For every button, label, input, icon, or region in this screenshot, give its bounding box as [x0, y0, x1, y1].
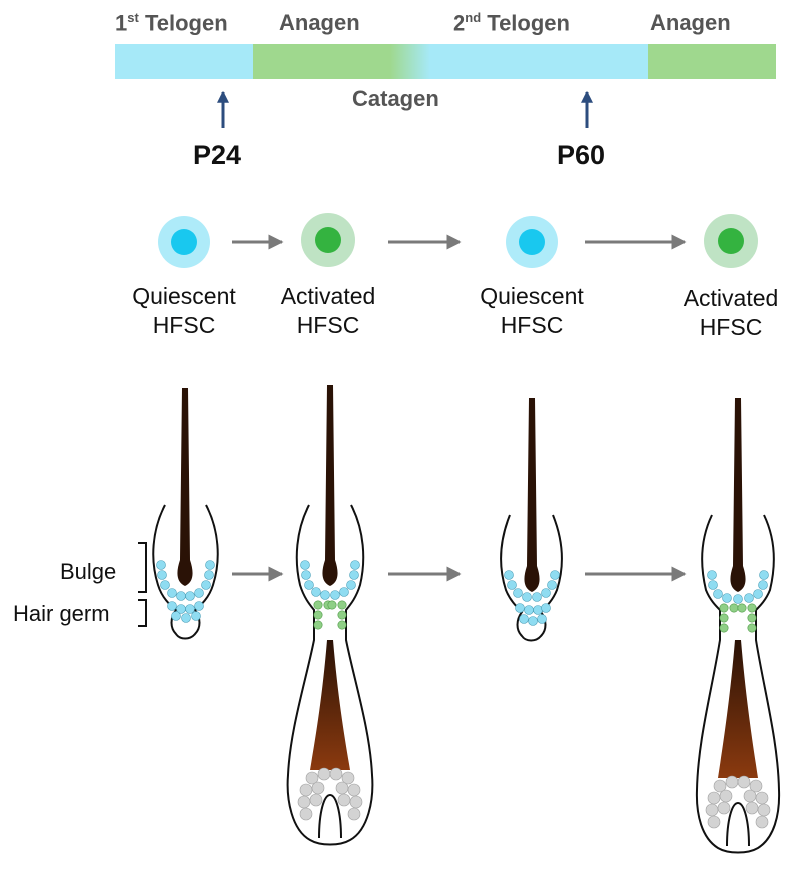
catagen-label: Catagen	[352, 86, 439, 111]
matrix-cells	[705, 775, 771, 829]
phase-label-anagen-1: Anagen	[279, 10, 360, 35]
hair-germ-bracket-icon	[138, 599, 147, 627]
timeline-bar	[115, 44, 776, 79]
hair-germ-label: Hair germ	[13, 601, 110, 626]
quiescent-cell-icon	[506, 216, 558, 268]
quiescent-cell-icon	[158, 216, 210, 268]
bulge-bracket-icon	[138, 542, 147, 593]
hair-germ-cells	[167, 601, 204, 623]
phase-label-anagen-2: Anagen	[650, 10, 731, 35]
activated-germ-cells	[719, 603, 757, 633]
timeline-segment-anagen-2	[648, 44, 776, 79]
bulge-stem-cells	[504, 570, 560, 602]
timeline-segment-telogen-1	[115, 44, 253, 79]
matrix-cells	[297, 767, 363, 821]
activated-cell-icon	[301, 213, 355, 267]
hair-germ-cells	[515, 603, 551, 626]
bulge-stem-cells	[156, 560, 215, 601]
dermal-papilla	[726, 801, 750, 847]
anagen-follicle-1	[286, 385, 374, 846]
timeline-segment-catagen	[390, 44, 430, 79]
telogen-follicle-2	[500, 398, 563, 642]
dermal-papilla	[318, 793, 342, 839]
phase-label-telogen-2: 2nd Telogen	[453, 10, 570, 36]
phase-label-telogen-1: 1st Telogen	[115, 10, 228, 36]
bulge-stem-cells	[300, 560, 360, 600]
timeline-segment-anagen-1	[253, 44, 390, 79]
timeline-segment-telogen-2	[430, 44, 648, 79]
activated-germ-cells	[313, 600, 347, 630]
marker-label-p24: P24	[193, 140, 242, 170]
anagen-follicle-2	[695, 398, 781, 854]
activated-cell-icon	[704, 214, 758, 268]
telogen-follicle-1	[152, 388, 219, 640]
marker-label-p60: P60	[557, 140, 606, 170]
bulge-stem-cells	[707, 570, 769, 604]
bulge-label: Bulge	[60, 559, 117, 584]
